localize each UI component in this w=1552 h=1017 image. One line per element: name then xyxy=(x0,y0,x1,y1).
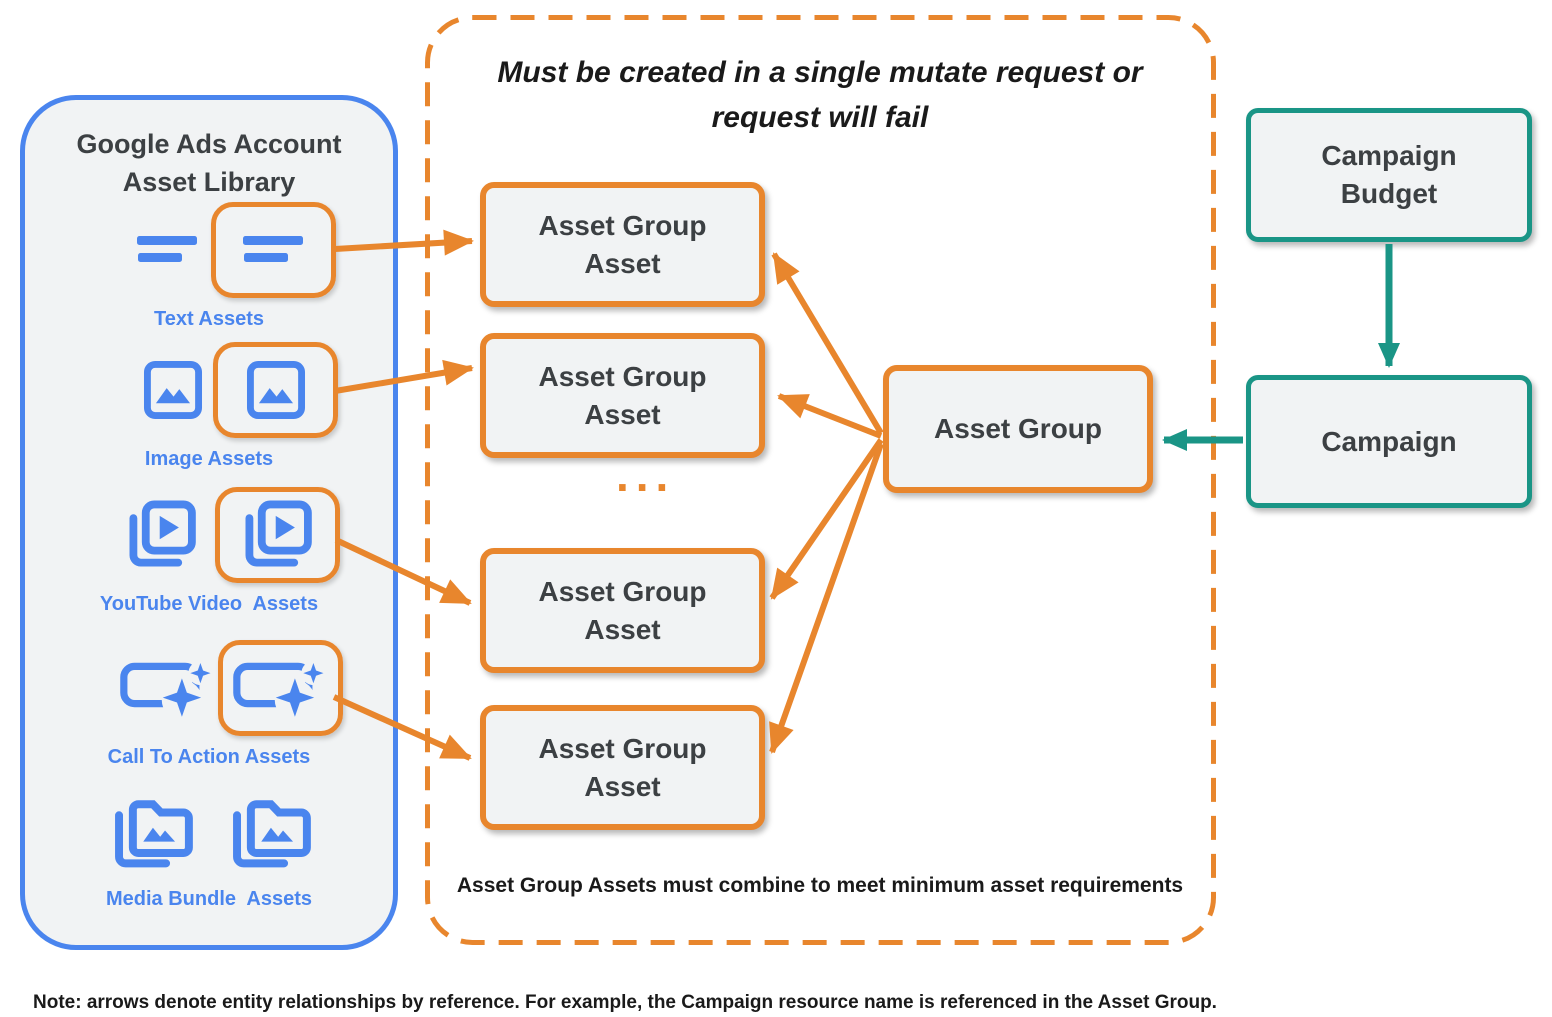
youtube-video-assets-label: YouTube Video Assets xyxy=(99,593,319,615)
mutate-request-footer: Asset Group Assets must combine to meet … xyxy=(456,874,1184,897)
text-assets-label: Text Assets xyxy=(153,308,265,330)
cta-assets-icon-row xyxy=(25,638,393,738)
image-assets-icon-row xyxy=(25,340,393,440)
call-to-action-asset-highlight-box xyxy=(218,640,343,736)
call-to-action-asset-icon xyxy=(120,661,213,718)
campaign-budget-box: Campaign Budget xyxy=(1246,108,1532,242)
section-media-bundle-assets: Media Bundle Assets xyxy=(25,780,393,911)
call-to-action-assets-label: Call To Action Assets xyxy=(107,746,311,768)
asset-library-title: Google Ads Account Asset Library xyxy=(76,129,342,197)
asset-group-asset-box-4: Asset Group Asset xyxy=(480,705,765,830)
section-youtube-video-assets: YouTube Video Assets xyxy=(25,485,393,616)
section-image-assets: Image Assets xyxy=(25,340,393,471)
asset-group-asset-box-3: Asset Group Asset xyxy=(480,548,765,673)
image-asset-icon xyxy=(143,360,203,420)
asset-library-panel: Google Ads Account Asset Library Text As… xyxy=(20,95,398,950)
campaign-box: Campaign xyxy=(1246,375,1532,508)
image-asset-icon xyxy=(246,360,305,420)
section-text-assets: Text Assets xyxy=(25,200,393,331)
asset-group-asset-box-2: Asset Group Asset xyxy=(480,333,765,458)
media-bundle-assets-label: Media Bundle Assets xyxy=(106,888,312,910)
section-call-to-action-assets: Call To Action Assets xyxy=(25,638,393,769)
call-to-action-asset-icon xyxy=(232,661,325,718)
media-bundle-asset-icon xyxy=(233,799,311,867)
text-assets-icon-row xyxy=(25,200,393,300)
arrow-asset-group-to-aga3 xyxy=(769,438,884,600)
image-assets-label: Image Assets xyxy=(144,448,274,470)
text-asset-icon xyxy=(137,236,197,262)
asset-group-asset-box-1: Asset Group Asset xyxy=(480,182,765,307)
youtube-video-asset-icon xyxy=(129,500,196,567)
asset-group-box: Asset Group xyxy=(883,365,1153,493)
mutate-request-title: Must be created in a single mutate reque… xyxy=(497,56,1143,134)
text-asset-highlight-box xyxy=(211,202,336,298)
arrow-asset-group-to-aga2 xyxy=(777,393,883,439)
youtube-video-asset-icon xyxy=(245,500,312,567)
text-asset-icon xyxy=(242,236,303,262)
youtube-video-asset-highlight-box xyxy=(215,487,340,583)
youtube-assets-icon-row xyxy=(25,485,393,585)
arrow-asset-group-to-aga1 xyxy=(771,252,884,435)
arrow-asset-group-to-aga4 xyxy=(769,442,884,754)
media-bundle-asset-icon xyxy=(115,799,193,867)
image-asset-highlight-box xyxy=(213,342,338,438)
reference-note: Note: arrows denote entity relationships… xyxy=(33,992,1217,1013)
media-bundle-icon-row xyxy=(25,780,393,880)
